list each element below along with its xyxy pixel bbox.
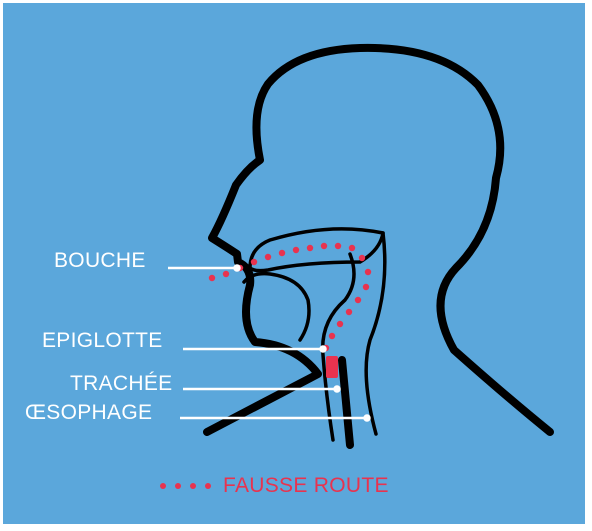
legend: FAUSSE ROUTE <box>160 474 389 498</box>
head-outline <box>207 48 550 432</box>
legend-dot <box>205 483 211 489</box>
label-bouche: BOUCHE <box>54 250 146 271</box>
label-epiglotte: EPIGLOTTE <box>42 330 163 351</box>
legend-dot <box>190 483 196 489</box>
epiglottis-blockage <box>326 356 338 378</box>
upper-palate-outline <box>250 229 383 271</box>
legend-dot <box>175 483 181 489</box>
trachea-tube <box>342 360 350 445</box>
legend-dots-icon <box>160 483 211 489</box>
legend-label: FAUSSE ROUTE <box>223 474 389 498</box>
legend-dot <box>160 483 166 489</box>
pharynx-back-wall <box>366 233 385 434</box>
label-oesophage: ŒSOPHAGE <box>25 402 152 423</box>
label-trachee: TRACHÉE <box>70 373 172 394</box>
